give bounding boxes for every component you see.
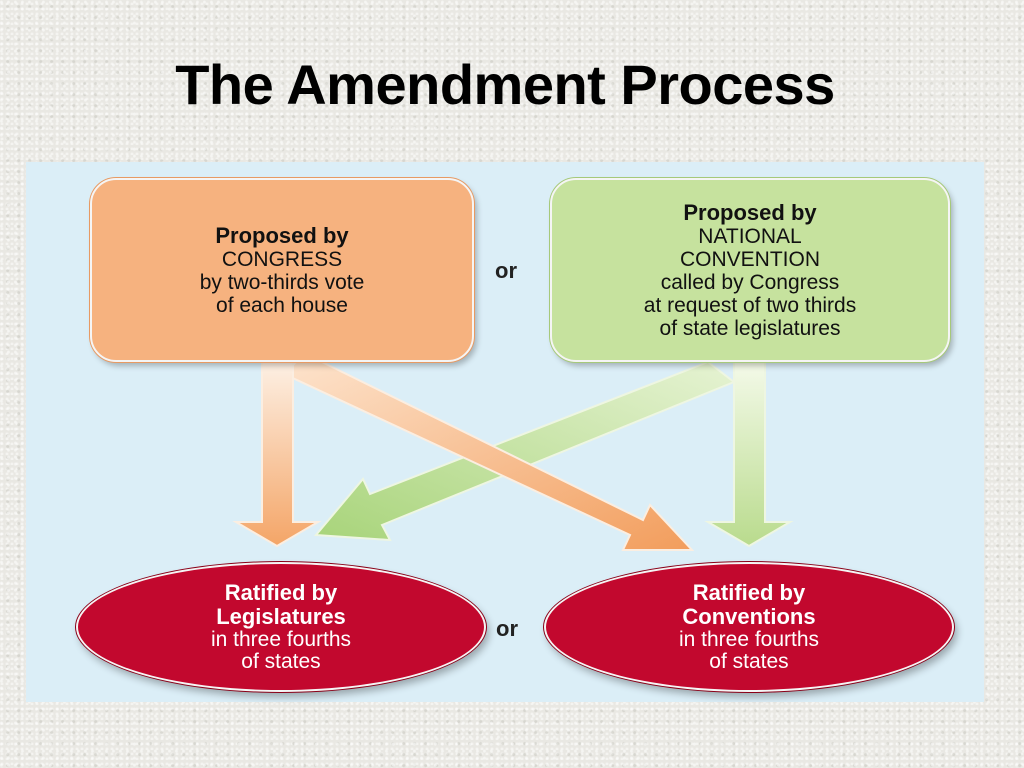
ratify-conventions-heading: Conventions <box>682 604 816 629</box>
ratify-legislatures-heading: Legislatures <box>216 604 346 629</box>
proposal-congress-box: Proposed by CONGRESS by two-thirds vote … <box>90 178 474 362</box>
ratify-conventions-line: of states <box>709 650 789 673</box>
proposal-convention-line: of state legislatures <box>659 317 841 340</box>
ratify-legislatures-line: of states <box>241 650 321 673</box>
diagram-panel: Proposed by CONGRESS by two-thirds vote … <box>26 162 984 702</box>
proposal-convention-box: Proposed by NATIONAL CONVENTION called b… <box>550 178 950 362</box>
arrow-congress-to-legislatures <box>232 361 322 548</box>
proposal-congress-heading: Proposed by <box>215 223 349 248</box>
flow-arrows <box>232 360 794 551</box>
ratify-legislatures-line: in three fourths <box>210 628 352 651</box>
proposal-congress-line: CONGRESS <box>221 248 343 271</box>
page-title: The Amendment Process <box>175 53 835 116</box>
or-label-ratifications: or <box>496 616 518 641</box>
ratify-legislatures-heading: Ratified by <box>224 580 338 605</box>
arrow-congress-to-conventions <box>282 361 695 551</box>
proposal-convention-line: NATIONAL <box>698 225 802 248</box>
arrow-convention-to-conventions <box>704 361 794 548</box>
ratify-legislatures-oval: Ratified by Legislatures in three fourth… <box>76 562 486 692</box>
ratify-conventions-line: in three fourths <box>678 628 820 651</box>
arrow-convention-to-legislatures <box>313 360 736 542</box>
proposal-convention-heading: Proposed by <box>683 200 817 225</box>
proposal-convention-line: called by Congress <box>660 271 840 294</box>
or-label-proposals: or <box>495 258 517 283</box>
proposal-convention-line: CONVENTION <box>679 248 820 271</box>
ratify-conventions-heading: Ratified by <box>692 580 806 605</box>
proposal-congress-line: of each house <box>216 294 348 317</box>
proposal-congress-line: by two-thirds vote <box>199 271 365 294</box>
proposal-convention-line: at request of two thirds <box>643 294 857 317</box>
ratify-conventions-oval: Ratified by Conventions in three fourths… <box>544 562 954 692</box>
